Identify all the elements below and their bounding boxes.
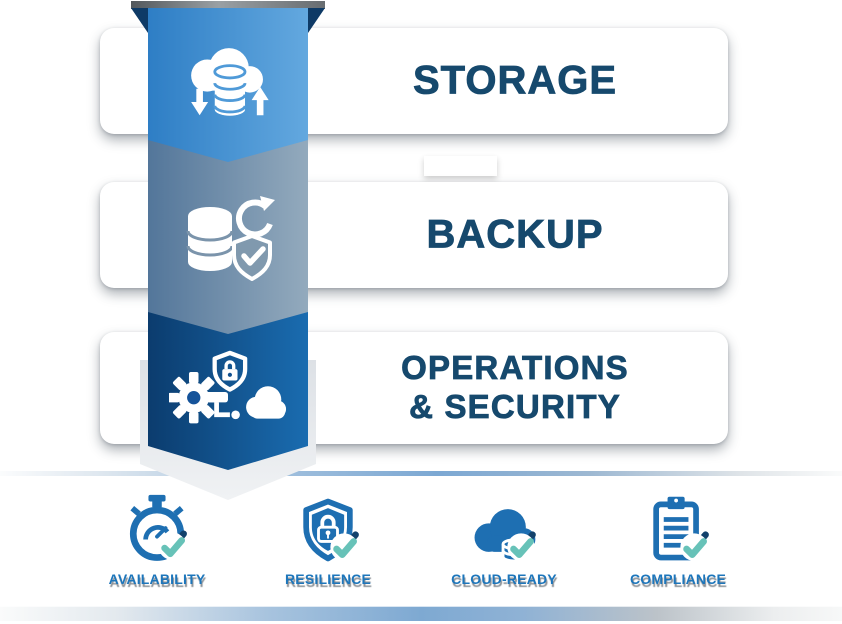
- backup-title: BACKUP: [426, 212, 604, 257]
- check-badge: [507, 531, 536, 561]
- check-badge: [158, 530, 187, 560]
- ribbon-segment-backup: [148, 128, 308, 334]
- stopwatch-check-icon: [129, 494, 187, 561]
- card-connector: [424, 156, 497, 176]
- operations-security-title: OPERATIONS & SECURITY: [308, 349, 722, 427]
- ribbon-top-fold-bar: [131, 1, 325, 9]
- shield-lock-icon: [212, 350, 248, 392]
- ribbon-segment-storage: [148, 8, 308, 162]
- database-sync-shield-icon: [186, 196, 275, 281]
- operations-title-line1: OPERATIONS: [401, 349, 629, 387]
- feature-label-compliance: COMPLIANCE: [629, 571, 727, 587]
- feature-compliance: COMPLIANCE: [593, 492, 763, 587]
- cloud-database-check-icon: [474, 509, 536, 563]
- feature-label-cloud-ready: CLOUD-READY: [451, 571, 557, 587]
- check-badge: [330, 531, 359, 561]
- cloud-icon: [246, 386, 287, 419]
- cloud-database-updown-icon: [191, 48, 269, 116]
- horizontal-accent-line: [0, 471, 842, 476]
- clipboard-check-icon: [653, 496, 709, 561]
- feature-availability: AVAILABILITY: [72, 492, 242, 587]
- feature-label-resilience: RESILIENCE: [284, 571, 371, 587]
- feature-cloud-ready: CLOUD-READY: [419, 492, 589, 587]
- bottom-gradient-bar: [0, 606, 842, 621]
- operations-title-line2: & SECURITY: [409, 388, 621, 426]
- gear-icon: [169, 371, 240, 424]
- gear-shield-lock-cloud-icon: [169, 350, 287, 424]
- check-badge: [680, 531, 709, 561]
- storage-title: STORAGE: [412, 58, 618, 103]
- feature-resilience: RESILIENCE: [243, 492, 413, 587]
- shield-lock-check-icon: [303, 498, 359, 562]
- feature-label-availability: AVAILABILITY: [108, 571, 206, 587]
